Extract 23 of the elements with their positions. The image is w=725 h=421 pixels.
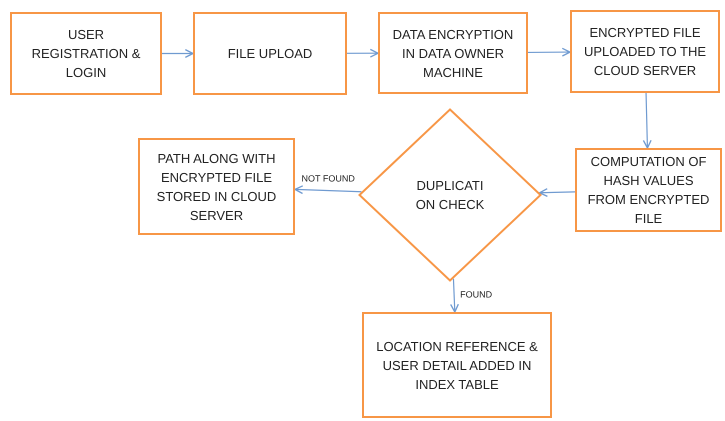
arrow (294, 185, 362, 194)
decision-diamond (358, 108, 542, 282)
arrow (347, 48, 379, 58)
arrow (528, 48, 571, 57)
node-text: ENCRYPTED FILE UPLOADED TO THE CLOUD SERVER (582, 24, 708, 80)
node-text: COMPUTATION OF HASH VALUES FROM ENCRYPTED FILE (586, 153, 710, 228)
arrow (162, 49, 194, 58)
node-text: DATA ENCRYPTION IN DATA OWNER MACHINE (392, 26, 514, 82)
process-box (362, 312, 552, 418)
arrow (450, 278, 459, 313)
process-box (10, 12, 162, 95)
process-box (193, 12, 347, 95)
process-box (378, 12, 528, 94)
process-box (575, 148, 722, 232)
arrow (538, 188, 576, 198)
process-box (138, 138, 295, 235)
node-text: FILE UPLOAD (228, 45, 312, 63)
node-text: DUPLICATI ON CHECK (414, 177, 486, 214)
arrow (642, 92, 652, 149)
node-text: USER REGISTRATION & LOGIN (30, 26, 142, 82)
process-box (570, 10, 720, 93)
node-text: PATH ALONG WITH ENCRYPTED FILE STORED IN CLOUD SERVER (156, 150, 278, 224)
node-text: LOCATION REFERENCE & USER DETAIL ADDED IN INDEX TABLE (375, 338, 539, 394)
